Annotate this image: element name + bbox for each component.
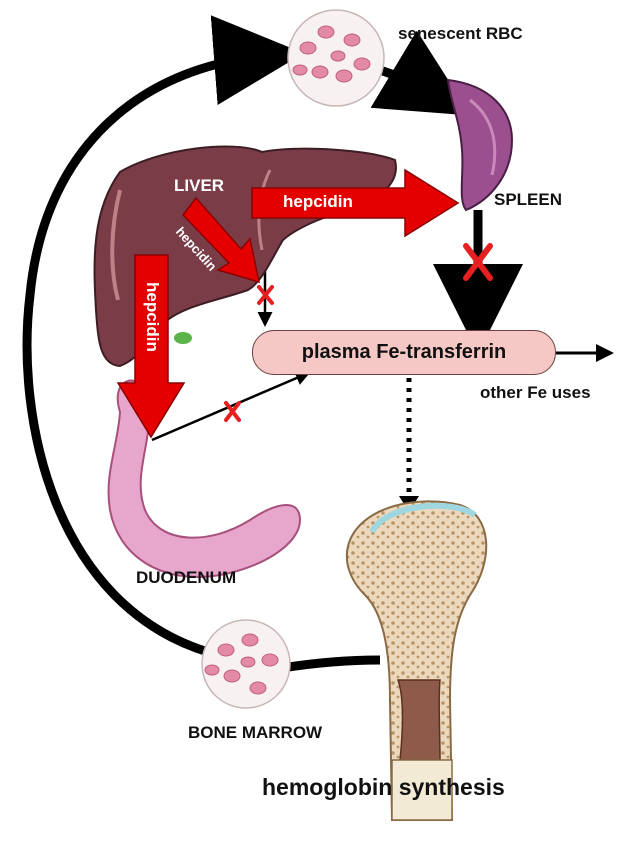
plasma-label: plasma Fe-transferrin (302, 341, 507, 364)
hepcidin-label-to-duodenum: hepcidin (142, 282, 162, 352)
duodenum-label: DUODENUM (136, 568, 236, 588)
marrow-to-bone-line (282, 660, 380, 668)
senescent-rbc-circle (288, 10, 384, 106)
hemoglobin-synthesis-label: hemoglobin synthesis (262, 774, 505, 801)
bone-marrow-rbc-circle (202, 620, 290, 708)
rbc-to-spleen-arrow (380, 70, 440, 97)
bone-marrow-label: BONE MARROW (188, 723, 322, 743)
hepcidin-label-to-spleen: hepcidin (283, 192, 353, 212)
other-fe-uses-label: other Fe uses (480, 383, 591, 403)
plasma-fe-transferrin-box: plasma Fe-transferrin (252, 330, 556, 375)
liver-label: LIVER (174, 176, 224, 196)
senescent-rbc-label: senescent RBC (398, 24, 523, 44)
spleen-label: SPLEEN (494, 190, 562, 210)
